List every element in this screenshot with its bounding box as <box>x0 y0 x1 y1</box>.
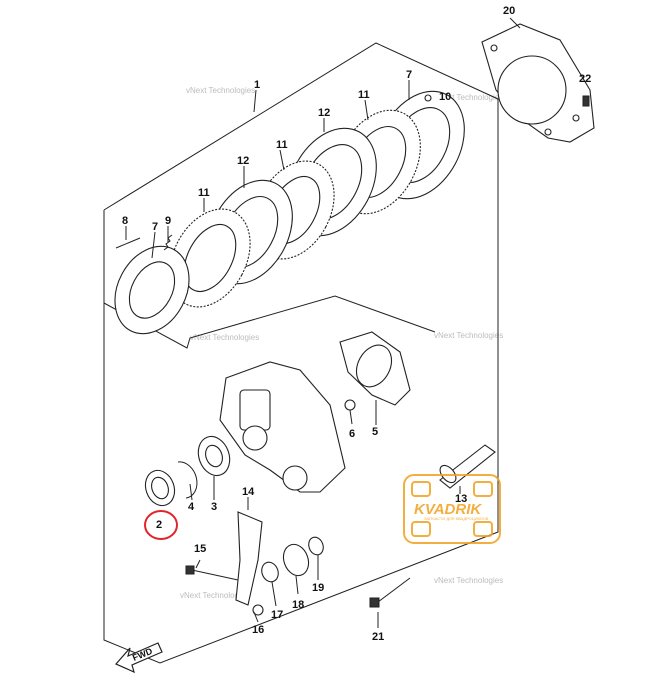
friction-disc-low <box>169 208 251 308</box>
watermark-text: vNext Technologies <box>434 93 503 102</box>
callout-18: 18 <box>292 599 304 611</box>
callout-7-left: 7 <box>152 221 158 233</box>
callouts: 1 2 3 4 5 6 7 7 8 9 10 11 11 11 12 12 13… <box>122 5 591 643</box>
watermark-text: vNext Technologies <box>434 576 503 585</box>
callout-15: 15 <box>194 543 206 555</box>
clutch-pack-outline <box>103 295 436 349</box>
callout-2: 2 <box>156 519 162 531</box>
callout-5: 5 <box>372 426 378 438</box>
callout-9: 9 <box>165 215 171 227</box>
bolt-22 <box>582 95 590 107</box>
bolt-15 <box>185 565 239 581</box>
callout-7-top: 7 <box>406 69 412 81</box>
cover-gasket <box>481 23 595 143</box>
bearing-3 <box>197 435 231 477</box>
washer-10 <box>424 94 432 102</box>
plate-5 <box>339 331 411 406</box>
leader-lines <box>125 17 521 628</box>
highlight-circle <box>144 510 178 540</box>
callout-17: 17 <box>271 609 283 621</box>
circlip-4 <box>177 461 198 499</box>
pressure-plate <box>114 245 190 335</box>
callout-11-low: 11 <box>198 187 210 199</box>
washer-17 <box>261 561 279 583</box>
bolt-21 <box>369 577 411 608</box>
watermarks: vNext Technologies vNext Technologies vN… <box>180 86 503 600</box>
nut-16 <box>252 604 264 616</box>
watermark-text: vNext Technologies <box>180 591 249 600</box>
callout-8: 8 <box>122 215 128 227</box>
kvadrik-logo: KVADRIK ЗАПЧАСТИ ДЛЯ КВАДРОЦИКЛОВ <box>403 474 501 544</box>
callout-19: 19 <box>312 582 324 594</box>
lever-14 <box>235 511 263 606</box>
oil-seal-2 <box>144 469 176 507</box>
callout-13: 13 <box>455 493 467 505</box>
callout-4: 4 <box>188 501 195 513</box>
callout-11-top: 11 <box>358 89 370 101</box>
oring-18 <box>282 543 310 577</box>
assembly-outline <box>103 42 499 664</box>
callout-21: 21 <box>372 631 384 643</box>
shaft-13 <box>439 444 496 489</box>
callout-12-top: 12 <box>318 107 330 119</box>
washer-19 <box>308 536 324 556</box>
logo-tagline: ЗАПЧАСТИ ДЛЯ КВАДРОЦИКЛОВ <box>424 516 489 521</box>
callout-14: 14 <box>242 486 255 498</box>
logo-name: KVADRIK <box>414 501 482 518</box>
watermark-text: vNext Technologies <box>190 333 259 342</box>
callout-20: 20 <box>503 5 515 17</box>
callout-22: 22 <box>579 73 591 85</box>
pin-8 <box>115 237 141 249</box>
watermark-text: vNext Technologies <box>434 331 503 340</box>
callout-16: 16 <box>252 624 264 636</box>
clutch-housing <box>219 361 346 493</box>
callout-3: 3 <box>211 501 217 513</box>
callout-10: 10 <box>439 91 451 103</box>
watermark-text: vNext Technologies <box>186 86 255 95</box>
callout-6: 6 <box>349 428 355 440</box>
pin-6 <box>344 399 356 411</box>
callout-12-low: 12 <box>237 155 249 167</box>
spring-9 <box>163 234 173 251</box>
callout-11-mid: 11 <box>276 139 288 151</box>
callout-1: 1 <box>254 79 260 91</box>
